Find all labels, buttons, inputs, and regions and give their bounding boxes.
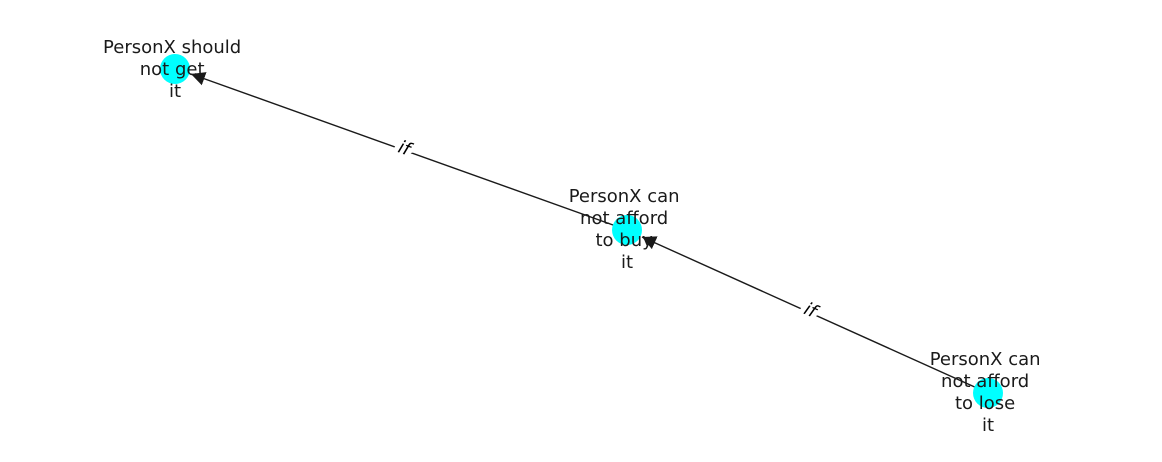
node-label-line: not get xyxy=(140,59,205,80)
edge-n2-to-n1: if xyxy=(190,72,628,231)
node-person-x-should-not-get-it: PersonX should not get it xyxy=(103,37,247,102)
edge-line xyxy=(190,72,628,231)
node-label-line: PersonX can xyxy=(569,186,680,207)
node-label: PersonX can not afford to lose it xyxy=(930,349,1047,436)
node-marker xyxy=(973,378,1003,408)
node-label-line: to lose xyxy=(955,393,1015,414)
node-label-line: it xyxy=(982,415,994,436)
node-label-line: PersonX can xyxy=(930,349,1041,370)
node-person-x-can-not-afford-to-buy-it: PersonX can not afford to buy it xyxy=(569,186,686,273)
edge-line xyxy=(641,236,989,394)
edge-label: if xyxy=(395,137,415,161)
node-label: PersonX should not get it xyxy=(103,37,247,102)
node-label-line: it xyxy=(621,252,633,273)
node-label-line: to buy xyxy=(595,230,653,251)
node-label-line: not afford xyxy=(941,371,1029,392)
node-label-line: not afford xyxy=(580,208,668,229)
node-person-x-can-not-afford-to-lose-it: PersonX can not afford to lose it xyxy=(930,349,1047,436)
node-label: PersonX can not afford to buy it xyxy=(569,186,686,273)
node-marker xyxy=(612,215,642,245)
node-marker xyxy=(160,54,190,84)
node-label-line: it xyxy=(169,81,181,102)
edge-label: if xyxy=(801,299,822,324)
node-label-line: PersonX should xyxy=(103,37,241,58)
